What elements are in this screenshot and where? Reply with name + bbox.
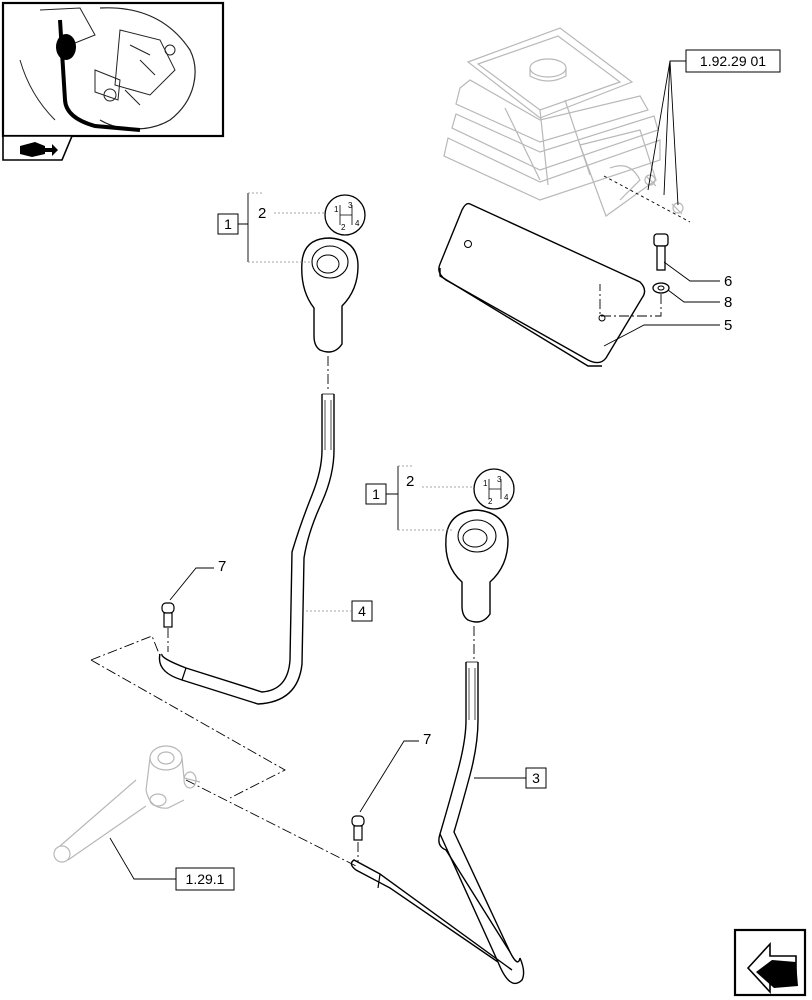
selector-shaft-ghost <box>53 745 201 863</box>
callout-1-lower[interactable]: 1 <box>365 465 452 531</box>
boot-screws-ghost <box>603 174 691 223</box>
callout-7-upper[interactable]: 7 <box>169 558 226 601</box>
pattern-gear-1-upper: 1 <box>334 205 339 214</box>
callout-7-upper-label: 7 <box>218 558 226 575</box>
next-page-arrow-icon[interactable] <box>733 928 807 997</box>
gear-lever-lower[interactable] <box>350 661 525 985</box>
pattern-gear-2-upper: 2 <box>341 223 346 232</box>
plate-bolt[interactable] <box>653 233 669 271</box>
callout-5[interactable]: 5 <box>603 317 732 347</box>
callout-1-upper-label: 1 <box>224 216 232 232</box>
callout-3[interactable]: 3 <box>474 767 547 789</box>
reference-label-bottom-left: 1.29.1 <box>186 871 225 887</box>
shift-pattern-cap-upper[interactable]: 1 3 2 4 <box>324 194 366 236</box>
callout-1-upper[interactable]: 1 <box>217 192 310 263</box>
callout-8-label: 8 <box>724 294 732 311</box>
plate-fixing-axis <box>599 284 662 317</box>
callout-6[interactable]: 6 <box>663 261 732 290</box>
callout-7-lower-label: 7 <box>423 731 431 748</box>
reference-1-92-29-01[interactable]: 1.92.29 01 <box>647 49 781 206</box>
callout-2-upper[interactable]: 2 <box>258 205 325 222</box>
reference-1-29-1[interactable]: 1.29.1 <box>109 837 235 891</box>
lever-screw-upper[interactable] <box>161 602 175 628</box>
pattern-gear-3-lower: 3 <box>497 475 502 484</box>
lever-screw-lower[interactable] <box>351 815 365 841</box>
gear-knob-upper[interactable] <box>301 237 359 353</box>
callout-3-label: 3 <box>532 770 540 786</box>
pattern-gear-4-lower: 4 <box>504 493 509 502</box>
tractor-cab-location-icon <box>19 7 196 132</box>
callout-1-lower-label: 1 <box>372 486 380 502</box>
callout-6-label: 6 <box>724 273 732 290</box>
callout-4-label: 4 <box>358 603 366 619</box>
plate-washer[interactable] <box>652 282 670 294</box>
gear-lever-upper[interactable] <box>158 393 335 705</box>
pattern-gear-4-upper: 4 <box>355 219 360 228</box>
cover-plate[interactable] <box>438 202 646 367</box>
callout-8[interactable]: 8 <box>667 289 732 311</box>
book-arrow-icon[interactable] <box>2 135 74 161</box>
pattern-gear-3-upper: 3 <box>348 201 353 210</box>
pattern-gear-1-lower: 1 <box>483 479 488 488</box>
rubber-boot-ghost <box>443 27 661 217</box>
callout-2-lower-label: 2 <box>406 473 414 490</box>
callout-2-lower[interactable]: 2 <box>406 473 474 490</box>
callout-4[interactable]: 4 <box>304 600 373 622</box>
reference-label-top-right: 1.92.29 01 <box>700 53 766 69</box>
callout-7-lower[interactable]: 7 <box>359 731 431 813</box>
pattern-gear-2-lower: 2 <box>488 497 493 506</box>
gear-knob-lower[interactable] <box>445 509 509 623</box>
callout-5-label: 5 <box>724 317 732 334</box>
location-thumbnail[interactable] <box>1 1 225 161</box>
shift-pattern-cap-lower[interactable]: 1 3 2 4 <box>473 468 515 510</box>
callout-2-upper-label: 2 <box>258 205 266 222</box>
linkage-projection <box>90 635 357 867</box>
